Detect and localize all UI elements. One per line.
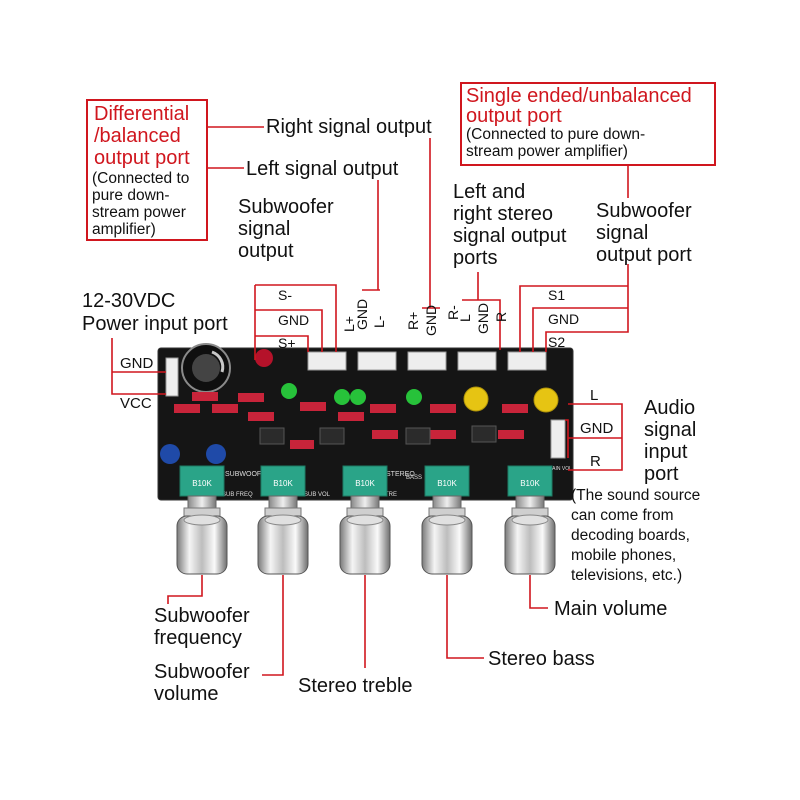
audio-input-note-1: (The sound source	[571, 487, 701, 504]
differential-note-4: amplifier)	[92, 221, 156, 238]
lr-stereo-output-3: signal output	[453, 225, 567, 247]
knob-sub-freq: B10K	[176, 465, 228, 575]
pin-gnd-5: GND	[548, 311, 580, 327]
power-vcc-pin: VCC	[120, 395, 152, 412]
subwoofer-frequency-label-2: frequency	[154, 627, 242, 649]
pin-s2: S2	[548, 334, 566, 350]
subwoofer-signal-output-2: signal	[238, 218, 291, 240]
knob-treble: B10K	[339, 465, 391, 575]
main-capacitor	[181, 343, 231, 393]
lr-stereo-output-4: ports	[453, 247, 498, 269]
stereo-bass-label: Stereo bass	[488, 648, 595, 670]
silk-sub-vol: SUB VOL	[304, 492, 331, 498]
subwoofer-frequency-label-1: Subwoofer	[154, 605, 250, 627]
audio-input-label-1: Audio	[644, 397, 696, 419]
pin-l-plus: L+	[341, 316, 357, 332]
power-gnd-pin: GND	[120, 355, 154, 372]
lr-stereo-output-1: Left and	[453, 181, 526, 203]
power-input-voltage: 12-30VDC	[82, 290, 176, 312]
main-volume-label: Main volume	[554, 598, 668, 620]
differential-title-1: Differential	[94, 103, 190, 125]
audio-input-label-2: signal	[644, 419, 697, 441]
single-ended-title-2: output port	[466, 105, 562, 127]
pin-s1: S1	[548, 287, 566, 303]
pin-gnd-3: GND	[423, 304, 439, 336]
single-ended-port-box	[460, 82, 716, 166]
pin-l-minus: L-	[371, 315, 387, 328]
svg-text:B10K: B10K	[192, 479, 212, 488]
silk-main-vol: MAIN VOL	[548, 466, 572, 472]
stereo-treble-label: Stereo treble	[298, 675, 413, 697]
knob-sub-vol: B10K	[257, 465, 309, 575]
potentiometers: B10K B10K B10K B10K B10K	[176, 465, 556, 575]
pin-r: R	[493, 311, 509, 322]
subwoofer-output-port-1: Subwoofer	[596, 200, 692, 222]
knob-bass: B10K	[421, 465, 473, 575]
silk-bass: BASS	[406, 475, 422, 481]
single-ended-title-1: Single ended/unbalanced	[466, 85, 692, 107]
audio-input-note-4: mobile phones,	[571, 547, 677, 564]
pin-l: L	[457, 314, 473, 322]
differential-note-2: pure down-	[92, 187, 170, 204]
subwoofer-signal-output-1: Subwoofer	[238, 196, 334, 218]
silk-stereo: STEREO	[386, 471, 415, 478]
svg-text:B10K: B10K	[273, 479, 293, 488]
audio-input-note-5: televisions, etc.)	[571, 567, 683, 584]
knob-main-vol: B10K	[504, 465, 556, 575]
resistors	[174, 392, 528, 449]
pin-gnd-4: GND	[475, 302, 491, 334]
silk-tre: TRE	[385, 492, 397, 498]
power-connector	[165, 357, 179, 397]
svg-text:B10K: B10K	[437, 479, 457, 488]
single-ended-note-2: stream power amplifier)	[466, 143, 628, 160]
svg-text:B10K: B10K	[355, 479, 375, 488]
differential-port-box	[86, 99, 208, 241]
silk-sub-freq: SUB FREQ	[222, 492, 253, 498]
subwoofer-output-port-3: output port	[596, 244, 692, 266]
audio-input-label-4: port	[644, 463, 679, 485]
audio-input-note-2: can come from	[571, 507, 674, 524]
silk-subwoofer: SUBWOOFER	[225, 471, 271, 478]
differential-note-1: (Connected to	[92, 170, 190, 187]
pin-s-plus: S+	[278, 335, 296, 351]
audio-input-note-3: decoding boards,	[571, 527, 690, 544]
right-signal-output-label: Right signal output	[266, 116, 432, 138]
differential-note-3: stream power	[92, 204, 186, 221]
left-signal-output-label: Left signal output	[246, 158, 399, 180]
input-pin-l: L	[590, 387, 599, 404]
differential-title-3: output port	[94, 147, 190, 169]
subwoofer-volume-label-1: Subwoofer	[154, 661, 250, 683]
single-ended-note-1: (Connected to pure down-	[466, 126, 646, 143]
input-connector	[550, 419, 566, 459]
input-pin-r: R	[590, 453, 601, 470]
pin-r-plus: R+	[405, 311, 421, 330]
differential-title-2: /balanced	[94, 125, 181, 147]
audio-input-label-3: input	[644, 441, 688, 463]
subwoofer-signal-output-3: output	[238, 240, 294, 262]
svg-text:B10K: B10K	[520, 479, 540, 488]
power-input-label: Power input port	[82, 313, 228, 335]
pin-gnd-2: GND	[354, 298, 370, 330]
pin-s-minus: S-	[278, 287, 292, 303]
pin-gnd-1: GND	[278, 312, 310, 328]
ic-chips	[259, 425, 497, 445]
output-connectors	[307, 351, 547, 371]
subwoofer-volume-label-2: volume	[154, 683, 219, 705]
lr-stereo-output-2: right stereo	[453, 203, 554, 225]
input-pin-gnd: GND	[580, 420, 614, 437]
subwoofer-output-port-2: signal	[596, 222, 649, 244]
